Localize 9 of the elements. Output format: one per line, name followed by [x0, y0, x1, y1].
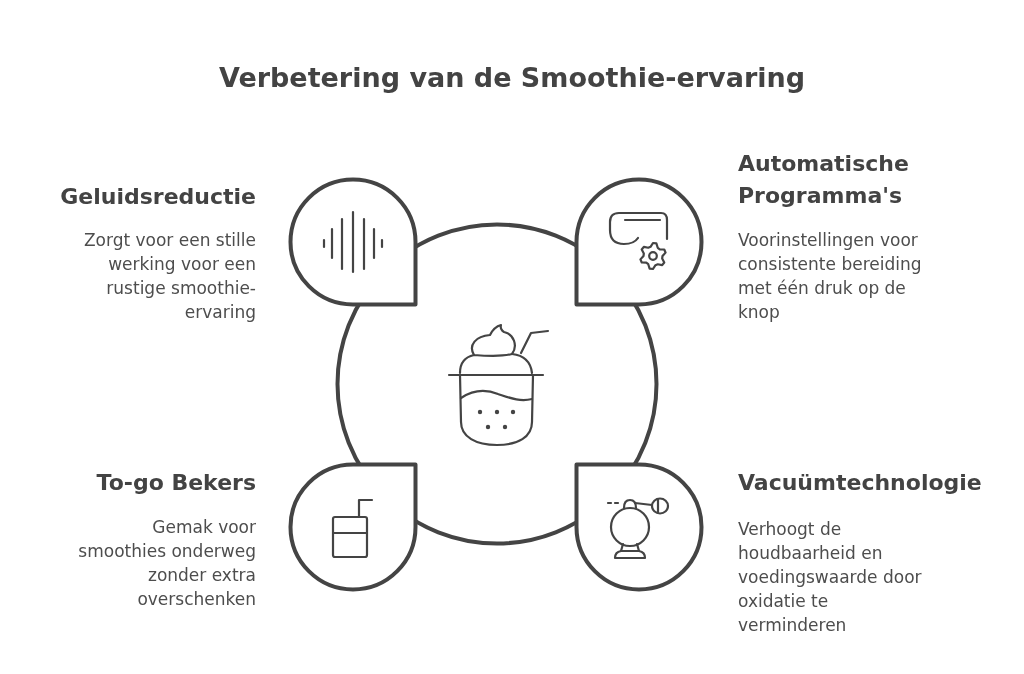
feature-description: Voorinstellingen voor consistente bereiding met één druk op de knop — [738, 229, 923, 324]
feature-heading: Geluidsreductie — [59, 183, 256, 211]
feature-heading: Automatische Programma's — [738, 150, 910, 210]
feature-heading: To-go Bekers — [95, 469, 256, 497]
diagram-title: Verbetering van de Smoothie-ervaring — [217, 61, 807, 95]
feature-description: Zorgt voor een stille werking voor een rustige smoothie-ervaring — [82, 229, 256, 324]
feature-description: Verhoogt de houdbaarheid en voedingswaarde door oxidatie te verminderen — [738, 518, 923, 637]
feature-description: Gemak voor smoothies onderweg zonder extra overschenken — [77, 516, 256, 611]
feature-heading: Vacuümtechnologie — [738, 469, 983, 497]
